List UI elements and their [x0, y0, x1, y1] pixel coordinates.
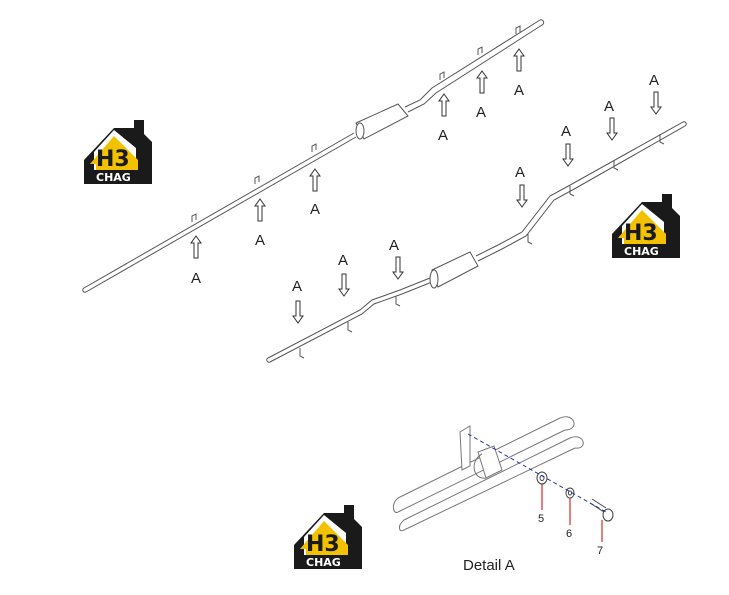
- callout-label: A: [515, 164, 525, 181]
- part-number-5: 5: [538, 513, 544, 525]
- callout-label: A: [514, 82, 524, 99]
- lower-callouts: A A A A A A A: [292, 72, 662, 324]
- callout-label: A: [310, 201, 320, 218]
- part-number-7: 7: [597, 545, 603, 557]
- svg-text:H3: H3: [624, 221, 658, 246]
- svg-text:CHAG: CHAG: [624, 245, 659, 258]
- svg-text:CHAG: CHAG: [306, 556, 341, 569]
- part-number-6: 6: [566, 528, 572, 540]
- callout-label: A: [649, 72, 659, 89]
- detail-a-drawing: [392, 416, 614, 532]
- callout-label: A: [255, 232, 265, 249]
- logo-top-left: H3 CHAG: [84, 120, 152, 184]
- svg-text:H3: H3: [306, 532, 340, 557]
- detail-title: Detail A: [463, 557, 515, 574]
- callout-label: A: [191, 270, 201, 287]
- logo-bottom: H3 CHAG: [294, 505, 362, 569]
- assembly-axis: [467, 433, 607, 513]
- leader-lines: [541, 484, 603, 542]
- callout-label: A: [476, 104, 486, 121]
- lower-pipe-assembly: [266, 121, 687, 363]
- callout-label: A: [561, 123, 571, 140]
- svg-text:H3: H3: [96, 147, 130, 172]
- svg-text:CHAG: CHAG: [96, 171, 131, 184]
- upper-pipe-assembly: [82, 19, 545, 293]
- callout-label: A: [604, 98, 614, 115]
- callout-label: A: [292, 278, 302, 295]
- upper-callouts: A A A A A A: [190, 48, 525, 287]
- callout-label: A: [338, 252, 348, 269]
- callout-label: A: [438, 127, 448, 144]
- callout-label: A: [389, 237, 399, 254]
- logo-right: H3 CHAG: [612, 194, 680, 258]
